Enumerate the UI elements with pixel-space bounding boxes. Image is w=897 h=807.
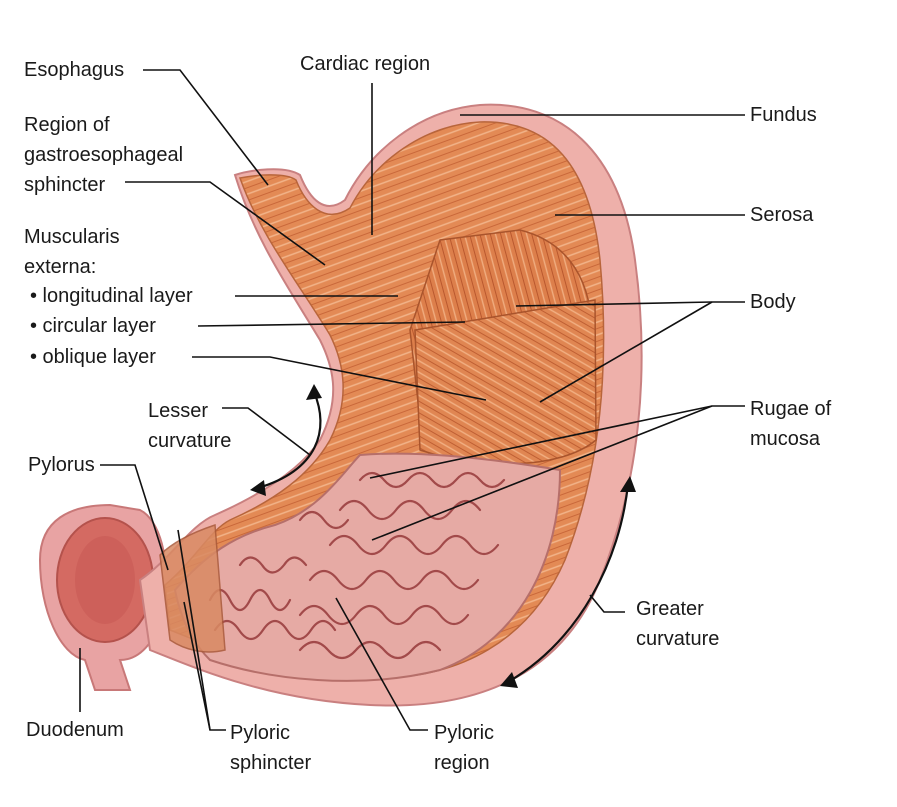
- leader-lines: [79, 69, 745, 731]
- leader-esophagus: [143, 69, 269, 186]
- leader-pyloric-region: [335, 597, 428, 731]
- label-muscularis-externa: Muscularis externa:: [24, 226, 120, 278]
- pyloric-sphincter-ring: [159, 523, 226, 653]
- label-duodenum: Duodenum: [26, 719, 124, 741]
- label-circular-layer: • circular layer: [30, 315, 156, 337]
- leader-ge-sphincter: [125, 181, 326, 266]
- label-esophagus: Esophagus: [24, 59, 125, 81]
- leader-body-2: [539, 301, 713, 403]
- label-ge-sphincter: Region of gastroesophageal sphincter: [24, 114, 184, 196]
- leader-lesser-curvature: [222, 407, 311, 456]
- label-rugae-of-mucosa: Rugae of mucosa: [750, 398, 832, 450]
- lesser-curvature-arrow: [250, 384, 322, 496]
- label-pyloric-region: Pyloric region: [434, 722, 495, 774]
- leader-circular: [197, 321, 466, 327]
- label-greater-curvature: Greater curvature: [636, 598, 720, 650]
- label-cardiac-region: Cardiac region: [300, 53, 431, 75]
- greater-curvature-arrow: [500, 476, 636, 688]
- label-pyloric-sphincter: Pyloric sphincter: [230, 722, 312, 774]
- leader-greater-curvature: [589, 594, 625, 613]
- leader-pylorus: [100, 464, 169, 571]
- mucosa-interior: [173, 452, 562, 682]
- label-pylorus: Pylorus: [28, 454, 95, 476]
- duodenum: [38, 503, 168, 691]
- label-serosa: Serosa: [750, 204, 814, 226]
- label-longitudinal-layer: • longitudinal layer: [30, 285, 193, 307]
- leader-rugae-2: [371, 405, 713, 541]
- leader-pyloric-sphincter-2: [183, 601, 211, 731]
- leader-oblique: [192, 356, 487, 401]
- label-oblique-layer: • oblique layer: [30, 346, 156, 368]
- label-body: Body: [750, 291, 796, 313]
- label-lesser-curvature: Lesser curvature: [148, 400, 232, 452]
- label-fundus: Fundus: [750, 104, 817, 126]
